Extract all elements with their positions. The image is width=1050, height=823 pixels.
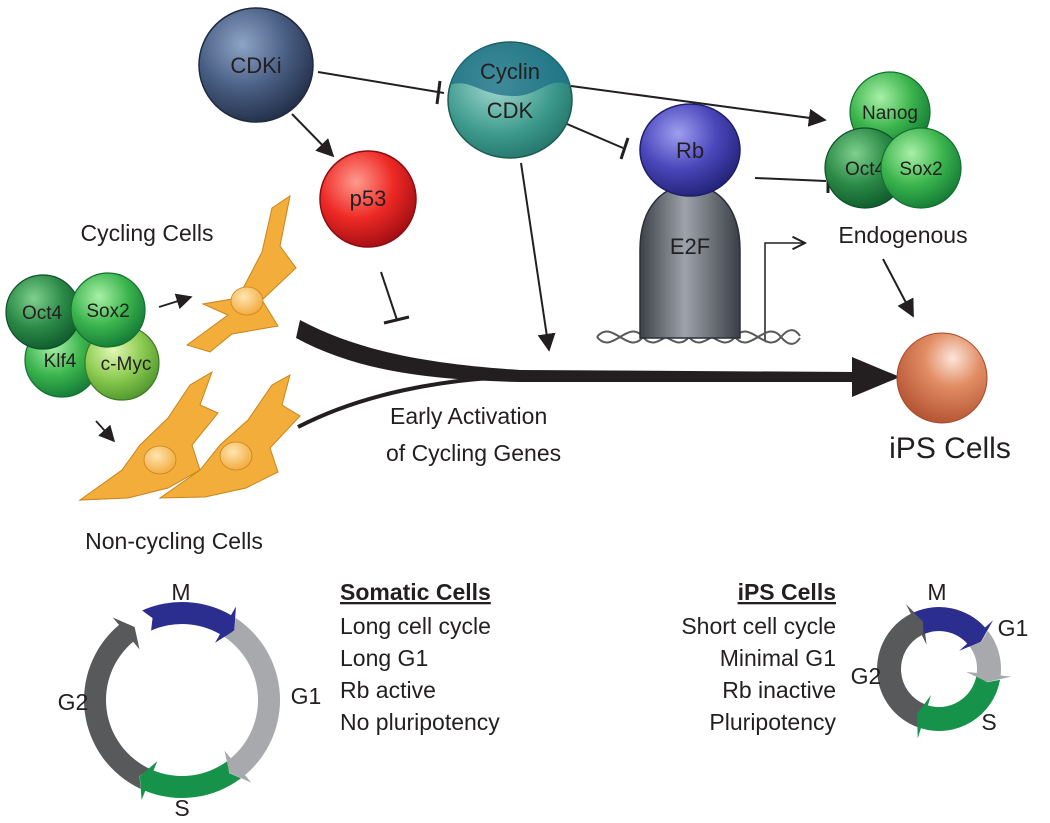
ips-cell-sphere (896, 332, 988, 424)
endogenous-activates-ips (882, 258, 914, 318)
p53-label: p53 (350, 186, 387, 211)
reprogramming-arrow-main (296, 320, 858, 382)
noncycling-cells-label: Non-cycling Cells (85, 528, 263, 554)
ips-heading: iPS Cells (738, 579, 836, 605)
cdki-label: CDKi (230, 53, 281, 78)
sox2-endogenous-node (880, 127, 962, 209)
ips-line-1: Short cell cycle (681, 613, 836, 639)
factors-to-noncycling-cells (95, 420, 116, 443)
p53-inhibits-reprogramming (380, 271, 398, 321)
ips-phase-g1: G1 (998, 615, 1029, 641)
ips-g1-segment (966, 630, 1012, 682)
rb-label: Rb (676, 138, 704, 163)
p53-node (319, 150, 417, 248)
noncycling-cell-2-body (158, 373, 301, 499)
ips-cell-cycle (877, 604, 1012, 739)
ips-description: iPS Cells Short cell cycle Minimal G1 Rb… (681, 579, 836, 735)
somatic-cell-cycle (84, 602, 280, 801)
cyclin-cap (450, 43, 571, 97)
inhibition-bar-4 (383, 315, 410, 325)
somatic-line-4: No pluripotency (340, 709, 500, 735)
somatic-heading: Somatic Cells (340, 579, 491, 605)
cyclin-cdk-activates-endogenous (570, 85, 827, 127)
e2f-node (639, 184, 741, 339)
factor-cluster: Klf4 c-Myc Oct4 Sox2 (5, 272, 160, 401)
cdki-node (198, 7, 314, 123)
interaction-edges (95, 71, 914, 443)
rb-node (639, 103, 741, 197)
cycling-cell-body (185, 194, 297, 353)
oct4-factor-label: Oct4 (22, 303, 63, 324)
noncycling-cells: Non-cycling Cells (78, 370, 301, 554)
noncycling-cell-2-nucleus (219, 441, 253, 471)
somatic-m-segment (142, 602, 236, 643)
somatic-phase-m: M (171, 579, 190, 605)
somatic-phase-g2: G2 (58, 689, 89, 715)
cyclin-cdk-activates-reprogramming (520, 162, 556, 352)
somatic-line-3: Rb active (340, 677, 436, 703)
cdki-inhibits-cyclin-cdk (317, 71, 445, 94)
p53-group: p53 (319, 150, 417, 248)
somatic-line-2: Long G1 (340, 645, 428, 671)
inhibition-bar-1 (435, 80, 442, 105)
somatic-line-1: Long cell cycle (340, 613, 491, 639)
early-activation-line2: of Cycling Genes (386, 440, 561, 466)
somatic-g2-segment (84, 617, 150, 789)
reprogramming-arrowhead (852, 357, 900, 397)
cycling-cell: Cycling Cells (81, 194, 297, 353)
somatic-g1-segment (223, 617, 280, 783)
endogenous-cluster: Nanog Oct4 Sox2 Endogenous (824, 71, 968, 248)
inhibition-bar-2 (619, 137, 630, 160)
ips-line-2: Minimal G1 (720, 645, 836, 671)
ips-line-3: Rb inactive (722, 677, 836, 703)
sox2-factor-node (70, 272, 146, 348)
cyclin-cdk-inhibits-rb (566, 123, 624, 149)
nanog-label: Nanog (862, 103, 918, 124)
sox2-factor-label: Sox2 (86, 301, 129, 322)
ips-phase-m: M (927, 579, 946, 605)
endogenous-label: Endogenous (838, 222, 967, 248)
transcription-start-arrow (764, 243, 805, 340)
factors-to-cycling-cell (158, 293, 193, 310)
cyclin-label: Cyclin (480, 59, 540, 84)
oct4-endogenous-label: Oct4 (845, 159, 886, 180)
cdk-label: CDK (487, 98, 534, 123)
reprogramming-arrow (296, 320, 900, 429)
ips-phase-s: S (981, 709, 996, 735)
e2f-label: E2F (670, 234, 710, 259)
cmyc-factor-label: c-Myc (101, 354, 152, 375)
ips-s-segment (917, 675, 1001, 739)
sox2-endogenous-label: Sox2 (899, 159, 942, 180)
e2f-rb-complex: E2F Rb (639, 103, 741, 339)
cycling-cell-nucleus (230, 286, 264, 316)
cdki-activates-p53 (291, 113, 335, 158)
ips-cells-label: iPS Cells (889, 432, 1011, 465)
somatic-phase-s: S (174, 795, 189, 821)
cyclin-cdk-group: Cyclin CDK (447, 41, 573, 159)
somatic-phase-g1: G1 (291, 683, 322, 709)
somatic-description: Somatic Cells Long cell cycle Long G1 Rb… (340, 579, 500, 735)
early-activation-line1: Early Activation (390, 403, 547, 429)
klf4-factor-label: Klf4 (44, 351, 77, 372)
cdki-group: CDKi (198, 7, 314, 123)
ips-phase-g2: G2 (851, 663, 882, 689)
reprogramming-arrow-secondary (297, 374, 531, 429)
ips-cell: iPS Cells (889, 332, 1011, 465)
ips-m-segment (913, 607, 994, 651)
cycling-cells-label: Cycling Cells (81, 220, 214, 246)
noncycling-cell-1-nucleus (143, 445, 177, 475)
rb-inhibits-endogenous (754, 177, 827, 182)
noncycling-cell-1-body (78, 370, 219, 501)
somatic-s-segment (139, 760, 241, 801)
ips-g2-segment (877, 604, 927, 728)
ips-line-4: Pluripotency (709, 709, 836, 735)
